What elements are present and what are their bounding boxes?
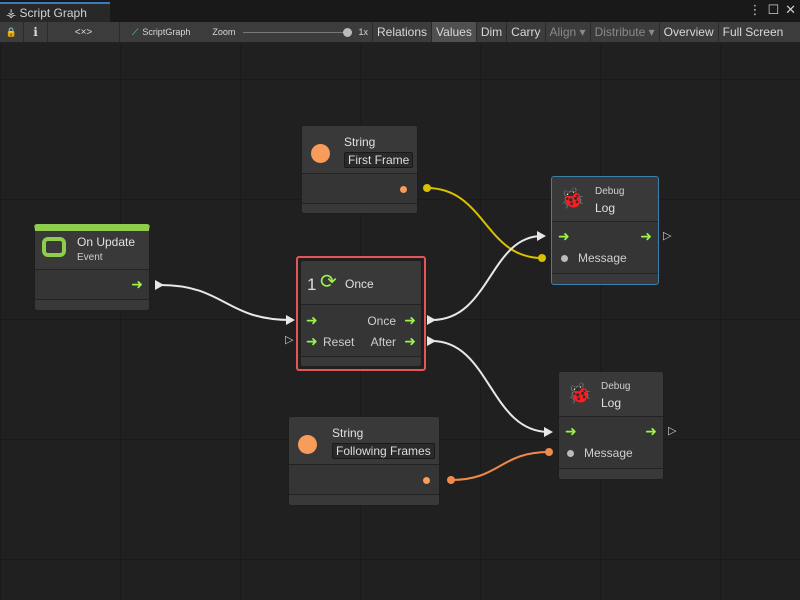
graph-breadcrumb: ⟋ ScriptGraph Zoom 1x (120, 22, 373, 42)
enter-input-port[interactable] (544, 427, 553, 437)
toolbar: 🔒 ℹ <×> ⟋ ScriptGraph Zoom 1x Relations … (0, 22, 800, 43)
wire-once-to-log[interactable] (431, 235, 543, 321)
port-label-message: Message (584, 446, 633, 460)
align-dropdown[interactable]: Align ▾ (546, 22, 591, 42)
zoom-slider[interactable] (243, 28, 353, 37)
port-label-after: After (370, 335, 396, 349)
graph-canvas[interactable]: String First Frame On Update Event ➜ 1 ⟳… (0, 43, 800, 600)
output-port-dot[interactable] (423, 477, 430, 484)
after-arrow-icon: ➜ (404, 333, 416, 349)
message-port-dot[interactable] (567, 450, 574, 457)
info-icon: ℹ (33, 25, 38, 39)
tab-script-graph[interactable]: ⚶ Script Graph (0, 2, 110, 22)
debug-log-node-1[interactable]: 🐞 Debug Log ➜ ➜ Message (551, 176, 659, 285)
enter-arrow-icon: ➜ (565, 423, 577, 439)
port-label-once: Once (367, 314, 396, 328)
once-arrow-icon: ➜ (404, 312, 416, 328)
node-title: Once (345, 277, 374, 291)
once-cycle-icon: ⟳ (320, 271, 337, 293)
exit-arrow-icon: ➜ (645, 423, 657, 439)
close-icon[interactable]: ✕ (785, 2, 796, 17)
distribute-dropdown[interactable]: Distribute ▾ (591, 22, 660, 42)
string-value-input[interactable]: Following Frames (332, 443, 435, 459)
enter-input-port[interactable] (286, 315, 295, 325)
selection-outline (296, 256, 426, 371)
node-subtitle: Debug (601, 381, 631, 392)
full-screen-button[interactable]: Full Screen (722, 25, 784, 39)
port-dot[interactable] (538, 254, 546, 262)
string-icon (311, 144, 330, 163)
port-dot[interactable] (423, 184, 431, 192)
node-title: String (344, 135, 376, 149)
window-controls: ⋮ ☐ ✕ (748, 2, 796, 18)
enter-arrow-icon: ➜ (306, 312, 318, 328)
update-loop-icon (42, 237, 66, 257)
exit-output-port[interactable]: ▷ (663, 230, 672, 242)
script-graph-icon: ⟋ (132, 27, 139, 37)
after-output-port[interactable] (427, 336, 436, 346)
exit-arrow-icon: ➜ (640, 228, 652, 244)
reset-input-port[interactable]: ▷ (285, 334, 294, 346)
port-dot[interactable] (447, 476, 455, 484)
tab-bar: ⚶ Script Graph ⋮ ☐ ✕ (0, 0, 800, 22)
bug-icon: 🐞 (560, 188, 585, 210)
values-button[interactable]: Values (432, 22, 477, 42)
code-button[interactable]: <×> (48, 22, 120, 42)
node-subtitle: Event (77, 252, 103, 263)
port-dot[interactable] (545, 448, 553, 456)
maximize-icon[interactable]: ☐ (767, 2, 780, 17)
graph-name-link[interactable]: ScriptGraph (142, 27, 191, 37)
port-label-reset: Reset (323, 335, 355, 349)
node-title: On Update (77, 235, 136, 249)
string-node-following-frames[interactable]: String Following Frames (288, 416, 440, 506)
code-icon: <×> (74, 27, 93, 38)
enter-arrow-icon: ➜ (558, 228, 570, 244)
lock-button[interactable]: 🔒 (0, 22, 24, 42)
graph-icon: ⚶ (6, 6, 20, 20)
lock-icon: 🔒 (5, 27, 18, 37)
reset-arrow-icon: ➜ (306, 333, 318, 349)
string-value-input[interactable]: First Frame (344, 152, 414, 168)
info-button[interactable]: ℹ (24, 22, 48, 42)
wire-after-to-log[interactable] (431, 340, 550, 433)
node-title: Log (595, 201, 616, 215)
overview-button[interactable]: Overview (660, 22, 719, 42)
debug-log-node-2[interactable]: 🐞 Debug Log ➜ ➜ Message (558, 371, 664, 480)
carry-button[interactable]: Carry (507, 22, 546, 42)
on-update-node[interactable]: On Update Event ➜ (34, 224, 150, 311)
string-icon (298, 435, 317, 454)
zoom-slider-handle[interactable] (343, 28, 353, 37)
once-count: 1 (307, 275, 317, 294)
bug-icon: 🐞 (567, 383, 592, 405)
wire-first-frame-to-log[interactable] (426, 187, 543, 259)
output-port-dot[interactable] (400, 186, 407, 193)
wire-following-frames-to-log[interactable] (450, 451, 550, 481)
message-port-dot[interactable] (561, 255, 568, 262)
node-subtitle: Debug (595, 186, 625, 197)
control-output-arrow-icon[interactable]: ➜ (131, 276, 143, 292)
control-output-port[interactable] (155, 280, 164, 290)
zoom-value: 1x (358, 27, 368, 37)
node-title: Log (601, 396, 622, 410)
node-title: String (332, 426, 364, 440)
once-node[interactable]: 1 ⟳ Once ➜ Once ➜ ➜ Reset After ➜ (300, 260, 422, 367)
port-label-message: Message (578, 251, 627, 265)
wire-update-to-once[interactable] (159, 284, 292, 321)
exit-output-port[interactable]: ▷ (668, 425, 677, 437)
more-menu-icon[interactable]: ⋮ (748, 2, 762, 17)
relations-button[interactable]: Relations (373, 22, 433, 42)
once-output-port[interactable] (427, 315, 436, 325)
zoom-label: Zoom (212, 27, 236, 37)
enter-input-port[interactable] (537, 231, 546, 241)
wires (159, 184, 553, 484)
string-node-first-frame[interactable]: String First Frame (301, 125, 418, 214)
dim-button[interactable]: Dim (477, 22, 508, 42)
